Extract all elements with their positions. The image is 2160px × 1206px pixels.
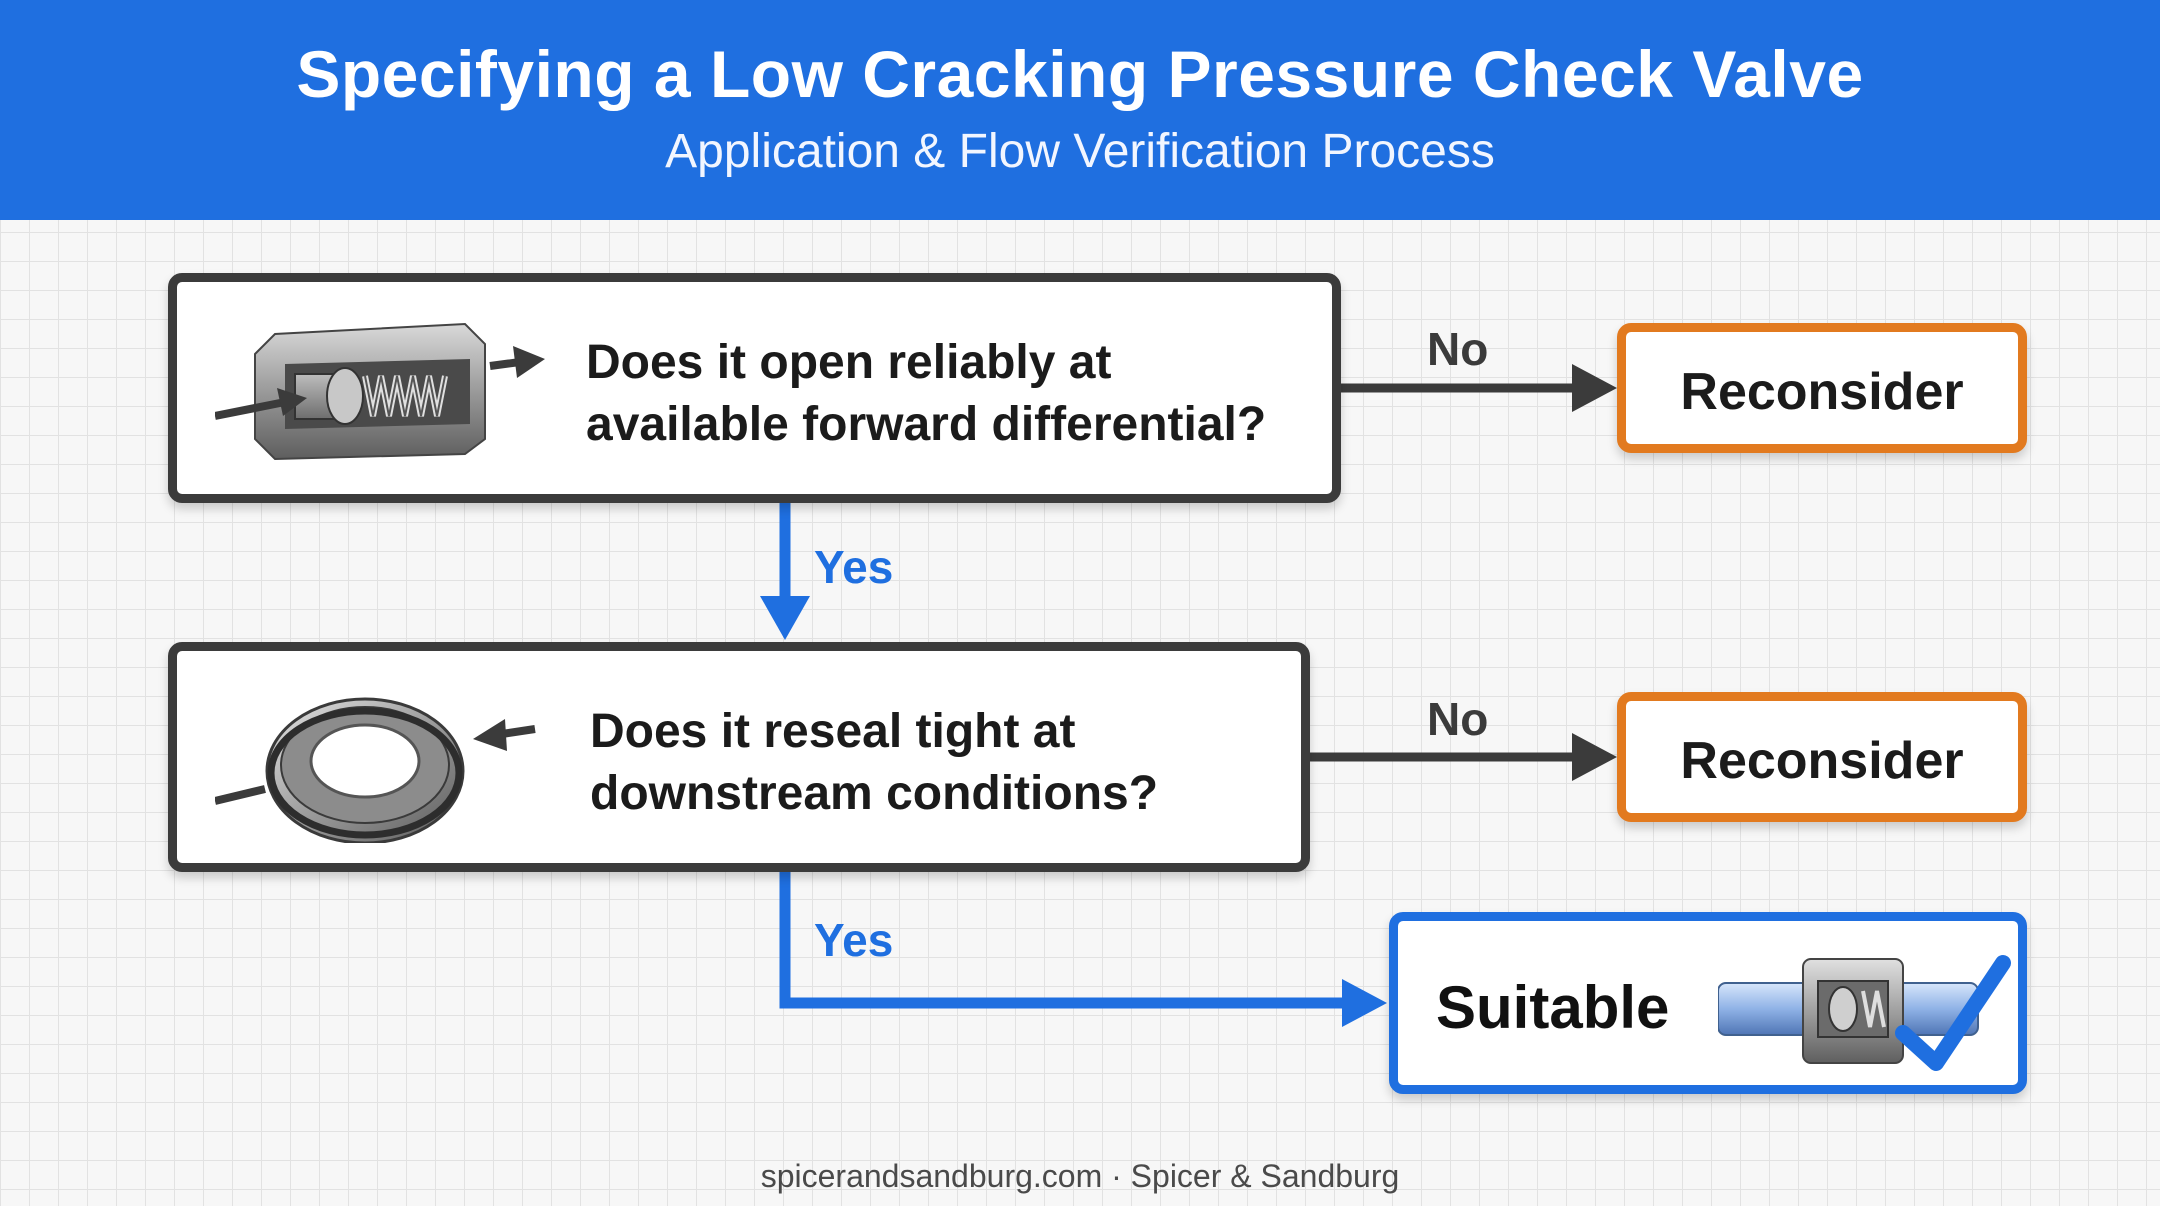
question-box-1: Does it open reliably at available forwa… — [168, 273, 1341, 503]
page-subtitle: Application & Flow Verification Process — [665, 125, 1495, 178]
reconsider-label-2: Reconsider — [1680, 732, 1964, 790]
no-arrow-2 — [1310, 733, 1617, 781]
no-label-2: No — [1427, 693, 1489, 745]
cutaway-spring-check-valve-icon — [214, 304, 545, 479]
question-2-line-1: Does it reseal tight at — [590, 705, 1076, 758]
question-box-2: Does it reseal tight at downstream condi… — [168, 642, 1310, 872]
reconsider-label-1: Reconsider — [1680, 363, 1964, 421]
inline-check-valve-icon — [1717, 941, 2018, 1086]
question-1-line-2: available forward differential? — [586, 398, 1267, 451]
yes-arrow-1 — [760, 503, 810, 640]
no-arrow-1 — [1341, 364, 1617, 412]
o-ring-seal-icon — [214, 673, 565, 848]
suitable-label: Suitable — [1436, 974, 1670, 1041]
suitable-box: Suitable — [1389, 912, 2027, 1094]
question-1-line-1: Does it open reliably at — [586, 336, 1112, 389]
header-banner: Specifying a Low Cracking Pressure Check… — [0, 0, 2160, 220]
no-label-1: No — [1427, 323, 1489, 375]
question-text-1: Does it open reliably at available forwa… — [586, 332, 1336, 456]
question-text-2: Does it reseal tight at downstream condi… — [590, 701, 1290, 825]
page-title: Specifying a Low Cracking Pressure Check… — [296, 37, 1864, 111]
footer-credit: spicerandsandburg.com · Spicer & Sandbur… — [760, 1158, 1400, 1194]
checkmark-icon — [1895, 955, 2011, 1071]
yes-arrow-2 — [779, 872, 1387, 1027]
yes-label-1: Yes — [814, 541, 894, 593]
question-2-line-2: downstream conditions? — [590, 767, 1159, 820]
reconsider-box-1: Reconsider — [1617, 323, 2027, 453]
reconsider-box-2: Reconsider — [1617, 692, 2027, 822]
yes-label-2: Yes — [814, 914, 894, 966]
